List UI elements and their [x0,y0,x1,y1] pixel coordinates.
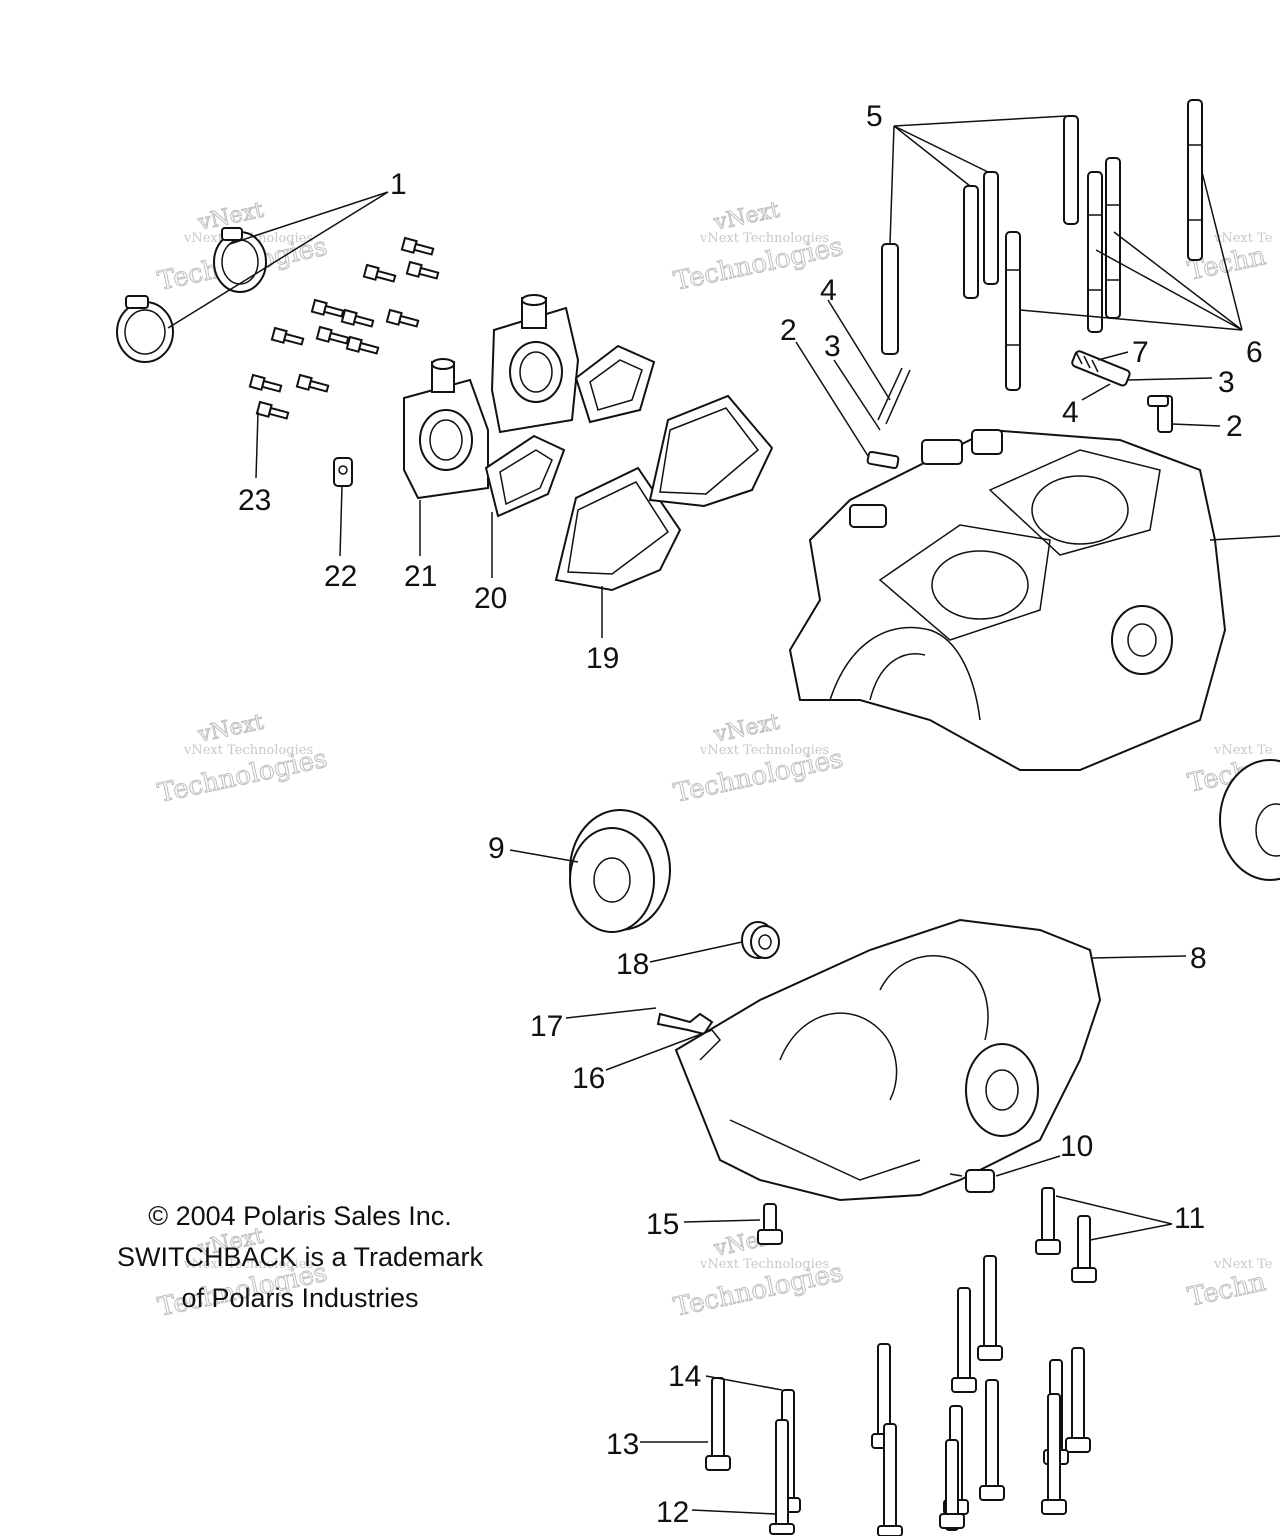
leader-lines [167,115,1280,1515]
seal-part [569,809,671,933]
callout-10: 10 [1060,1130,1093,1163]
spacer-parts [484,344,656,518]
callout-16: 16 [572,1062,605,1095]
svg-text:vNext Te: vNext Te [1213,1257,1273,1272]
fitting-parts [866,350,1173,470]
callout-13: 13 [606,1428,639,1461]
watermark-4: vNext vNext Technologies Technologies [155,709,331,809]
callout-18: 18 [616,948,649,981]
lower-crankcase-part [674,918,1102,1202]
intake-adapter-parts [403,294,580,500]
callout-6: 6 [1246,336,1263,369]
callout-22: 22 [324,560,357,593]
callout-2-right: 2 [1226,410,1243,443]
callout-labels: 1 5 6 7 3 4 2 4 3 2 23 22 21 20 19 9 18 … [238,100,1263,1529]
svg-text:vNext Te: vNext Te [1213,743,1273,758]
clip-part [333,457,353,487]
callout-3-left: 3 [824,330,841,363]
svg-text:vNext Technologies: vNext Technologies [183,1257,313,1272]
callout-8: 8 [1190,942,1207,975]
callout-19: 19 [586,642,619,675]
svg-text:vNext Technologies: vNext Technologies [699,1257,829,1272]
small-bolt-group [248,236,440,420]
watermark-2: vNext vNext Technologies Technologies [671,197,847,297]
reed-valve-parts [554,394,774,592]
lower-bolt-group [705,1187,1097,1536]
trademark-line: SWITCHBACK is a Trademark [116,1242,484,1272]
stud-parts [881,99,1203,391]
callout-1: 1 [390,168,407,201]
svg-text:vNext Te: vNext Te [1213,231,1273,246]
callout-2-left: 2 [780,314,797,347]
callout-4-left: 4 [820,274,837,307]
callout-17: 17 [530,1010,563,1043]
watermark-5: vNext vNext Technologies Technologies [671,709,847,809]
copyright-notice: © 2004 Polaris Sales Inc. SWITCHBACK is … [70,1196,530,1319]
seal-part-right [1219,759,1280,881]
bushing-part [741,921,780,959]
callout-4-right: 4 [1062,396,1079,429]
watermark-9: vNext Te Techn [1185,1257,1273,1313]
callout-14: 14 [668,1360,701,1393]
callout-21: 21 [404,560,437,593]
callout-11: 11 [1174,1202,1205,1235]
svg-text:vNext Technologies: vNext Technologies [183,743,313,758]
callout-23: 23 [238,484,271,517]
copyright-line: © 2004 Polaris Sales Inc. [148,1201,452,1231]
callout-12: 12 [656,1496,689,1529]
svg-text:vNext Technologies: vNext Technologies [699,743,829,758]
elbow-fitting-part [656,1012,714,1036]
callout-5: 5 [866,100,883,133]
callout-15: 15 [646,1208,679,1241]
callout-20: 20 [474,582,507,615]
drain-plug-part [949,1169,995,1193]
hose-clamp-parts [116,227,267,363]
trademark-owner-line: of Polaris Industries [181,1283,419,1313]
callout-7: 7 [1132,336,1149,369]
svg-text:vNext Technologies: vNext Technologies [699,231,829,246]
callout-9: 9 [488,832,505,865]
upper-crankcase-part [788,428,1227,771]
callout-3-right: 3 [1218,366,1235,399]
svg-text:Techn: Techn [1185,1267,1269,1313]
